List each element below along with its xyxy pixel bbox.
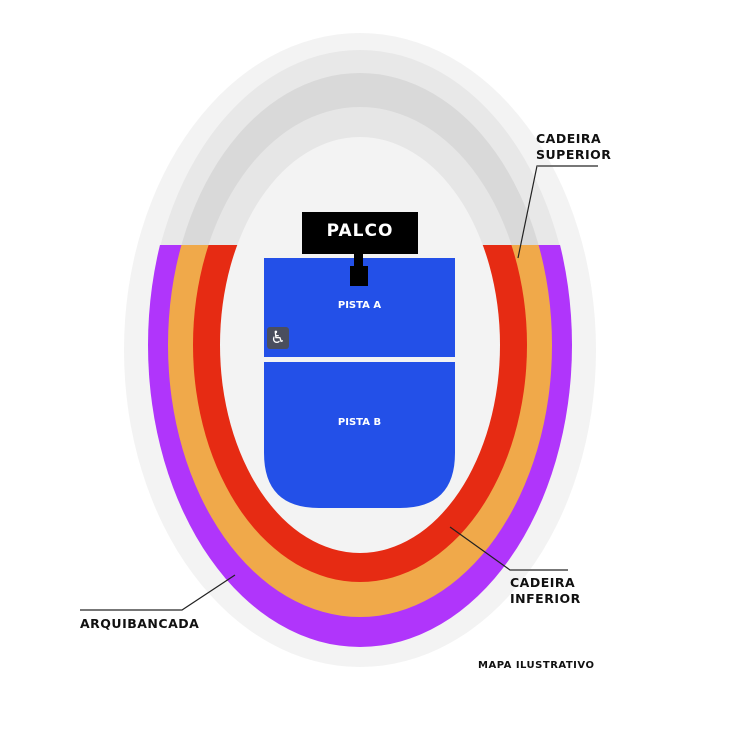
cadeira-inferior-label-line2: INFERIOR: [510, 591, 581, 606]
cadeira-superior-label-line2: SUPERIOR: [536, 147, 612, 162]
wheelchair-icon: ♿: [267, 327, 289, 349]
stage: [302, 212, 418, 254]
pista-a-label: PISTA A: [337, 300, 382, 311]
footnote: MAPA ILUSTRATIVO: [478, 660, 595, 671]
stage-runway: [354, 254, 363, 268]
pista-b-label: PISTA B: [337, 417, 382, 428]
stage-thrust: [350, 266, 368, 286]
stage-label: PALCO: [326, 221, 394, 241]
cadeira-superior-label: CADEIRA SUPERIOR: [536, 131, 612, 163]
arquibancada-label: ARQUIBANCADA: [80, 616, 200, 631]
cadeira-inferior-label-line1: CADEIRA: [510, 575, 576, 590]
cadeira-superior-label-line1: CADEIRA: [536, 131, 602, 146]
zone-pista-b[interactable]: [264, 362, 455, 508]
cadeira-inferior-label: CADEIRA INFERIOR: [510, 575, 581, 607]
